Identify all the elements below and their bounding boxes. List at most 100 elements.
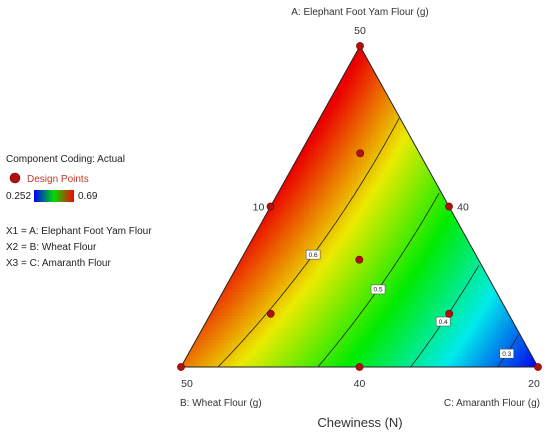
surface-cell: [385, 262, 389, 266]
surface-cell: [214, 310, 218, 314]
surface-cell: [346, 211, 350, 215]
surface-cell: [391, 145, 395, 149]
surface-cell: [331, 193, 335, 197]
surface-cell: [328, 151, 332, 155]
surface-cell: [394, 100, 398, 104]
surface-cell: [331, 223, 335, 227]
surface-cell: [283, 208, 287, 212]
surface-cell: [457, 280, 461, 284]
surface-cell: [376, 265, 380, 269]
surface-cell: [208, 307, 212, 311]
surface-cell: [292, 220, 296, 224]
surface-cell: [262, 304, 266, 308]
surface-cell: [274, 181, 278, 185]
surface-cell: [478, 280, 482, 284]
surface-cell: [334, 76, 338, 80]
surface-cell: [262, 298, 266, 302]
surface-cell: [448, 259, 452, 263]
surface-cell: [298, 307, 302, 311]
surface-cell: [415, 223, 419, 227]
surface-cell: [364, 64, 368, 68]
surface-cell: [370, 163, 374, 167]
surface-cell: [448, 250, 452, 254]
surface-cell: [469, 301, 473, 305]
surface-cell: [427, 292, 431, 296]
surface-cell: [304, 175, 308, 179]
surface-cell: [292, 184, 296, 188]
surface-cell: [322, 133, 326, 137]
surface-cell: [280, 283, 284, 287]
surface-cell: [439, 253, 443, 257]
surface-cell: [370, 136, 374, 140]
surface-cell: [367, 271, 371, 275]
surface-cell: [388, 160, 392, 164]
surface-cell: [379, 64, 383, 68]
surface-cell: [412, 241, 416, 245]
surface-cell: [439, 223, 443, 227]
surface-cell: [280, 307, 284, 311]
surface-cell: [445, 271, 449, 275]
surface-cell: [502, 289, 506, 293]
surface-cell: [352, 244, 356, 248]
surface-cell: [367, 85, 371, 89]
surface-cell: [391, 205, 395, 209]
surface-cell: [274, 217, 278, 221]
surface-cell: [406, 292, 410, 296]
surface-cell: [289, 220, 293, 224]
surface-cell: [358, 52, 362, 56]
surface-cell: [493, 274, 497, 278]
response-surface: [181, 46, 538, 367]
surface-cell: [394, 118, 398, 122]
surface-cell: [370, 79, 374, 83]
surface-cell: [394, 217, 398, 221]
surface-cell: [223, 292, 227, 296]
surface-cell: [295, 295, 299, 299]
surface-cell: [250, 241, 254, 245]
surface-cell: [349, 118, 353, 122]
surface-cell: [262, 235, 266, 239]
surface-cell: [349, 88, 353, 92]
surface-cell: [385, 154, 389, 158]
surface-cell: [364, 205, 368, 209]
surface-cell: [244, 232, 248, 236]
surface-cell: [328, 301, 332, 305]
surface-cell: [508, 301, 512, 305]
surface-cell: [421, 205, 425, 209]
surface-cell: [460, 214, 464, 218]
surface-cell: [286, 226, 290, 230]
surface-cell: [238, 307, 242, 311]
surface-cell: [391, 151, 395, 155]
surface-cell: [283, 268, 287, 272]
surface-cell: [406, 232, 410, 236]
surface-cell: [334, 217, 338, 221]
surface-cell: [370, 55, 374, 59]
surface-cell: [415, 157, 419, 161]
surface-cell: [475, 289, 479, 293]
surface-cell: [472, 289, 476, 293]
surface-cell: [253, 226, 257, 230]
surface-cell: [469, 286, 473, 290]
surface-cell: [406, 157, 410, 161]
surface-cell: [343, 166, 347, 170]
surface-cell: [457, 235, 461, 239]
surface-cell: [277, 238, 281, 242]
surface-cell: [394, 94, 398, 98]
surface-cell: [358, 232, 362, 236]
surface-cell: [373, 280, 377, 284]
surface-cell: [274, 208, 278, 212]
surface-cell: [346, 112, 350, 116]
surface-cell: [307, 310, 311, 314]
surface-cell: [400, 289, 404, 293]
surface-cell: [310, 244, 314, 248]
surface-cell: [328, 181, 332, 185]
surface-cell: [376, 169, 380, 173]
surface-cell: [301, 301, 305, 305]
surface-cell: [379, 97, 383, 101]
surface-cell: [331, 160, 335, 164]
surface-cell: [430, 292, 434, 296]
surface-cell: [361, 280, 365, 284]
surface-cell: [334, 124, 338, 128]
surface-cell: [394, 202, 398, 206]
surface-cell: [442, 247, 446, 251]
surface-cell: [361, 106, 365, 110]
